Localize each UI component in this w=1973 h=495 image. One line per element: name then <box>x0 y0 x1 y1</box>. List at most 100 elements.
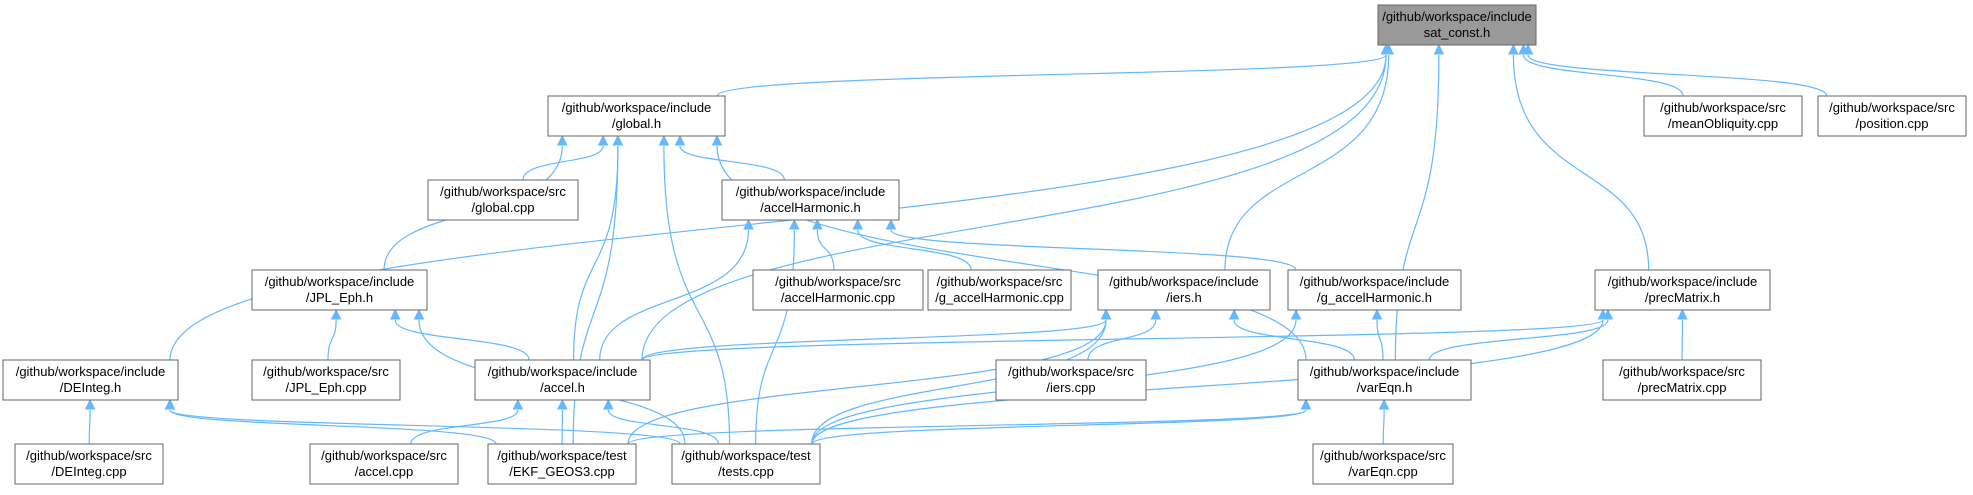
edge-line <box>169 54 1387 361</box>
edge-arrowhead <box>1383 43 1395 55</box>
graph-node-vareqn_h[interactable]: /github/workspace/include/varEqn.h <box>1297 359 1472 401</box>
graph-node-tests[interactable]: /github/workspace/test/tests.cpp <box>671 443 821 485</box>
node-box[interactable] <box>1287 269 1462 311</box>
node-box[interactable] <box>1097 269 1271 311</box>
dependency-edge-vareqn_h-to-iers_h <box>1228 308 1356 361</box>
dependency-edge-tests-to-prec_h <box>811 308 1609 445</box>
graph-node-position[interactable]: /github/workspace/src/position.cpp <box>1817 95 1967 137</box>
edge-arrowhead <box>1378 398 1390 410</box>
node-box[interactable] <box>474 359 651 401</box>
edge-line <box>607 409 720 445</box>
edge-arrowhead <box>597 134 609 146</box>
edge-arrowhead <box>612 134 624 146</box>
graph-node-accelH_h[interactable]: /github/workspace/include/accelHarmonic.… <box>721 179 900 221</box>
node-box[interactable] <box>1312 443 1454 485</box>
node-label-path: /github/workspace/src <box>1320 448 1446 463</box>
node-label-file: /EKF_GEOS3.cpp <box>509 464 615 479</box>
node-box[interactable] <box>427 179 579 221</box>
edge-arrowhead <box>1508 43 1519 55</box>
node-box[interactable] <box>721 179 900 221</box>
node-box[interactable] <box>1377 4 1537 46</box>
dependency-edge-tests-to-global_h <box>658 134 731 445</box>
node-label-path: /github/workspace/include <box>1109 274 1259 289</box>
node-box[interactable] <box>487 443 637 485</box>
node-label-file: sat_const.h <box>1424 25 1491 40</box>
node-label-file: /precMatrix.cpp <box>1638 380 1727 395</box>
graph-node-global_cpp[interactable]: /github/workspace/src/global.cpp <box>427 179 579 221</box>
node-box[interactable] <box>1643 95 1803 137</box>
node-label-file: /DEInteg.cpp <box>51 464 126 479</box>
node-box[interactable] <box>927 269 1072 311</box>
graph-node-accel_h[interactable]: /github/workspace/include/accel.h <box>474 359 651 401</box>
graph-node-accelH_cpp[interactable]: /github/workspace/src/accelHarmonic.cpp <box>752 269 924 311</box>
dependency-edge-prec_h-to-sat_const <box>1508 43 1650 271</box>
edge-line <box>716 145 1307 361</box>
node-label-file: /precMatrix.h <box>1645 290 1720 305</box>
edge-arrowhead <box>1677 308 1688 320</box>
node-box[interactable] <box>547 95 726 137</box>
node-label-path: /github/workspace/src <box>775 274 901 289</box>
edge-line <box>716 54 1387 97</box>
node-box[interactable] <box>309 443 459 485</box>
node-label-path: /github/workspace/include <box>16 364 166 379</box>
node-label-path: /github/workspace/src <box>1008 364 1134 379</box>
node-label-path: /github/workspace/src <box>1829 100 1955 115</box>
node-box[interactable] <box>1297 359 1472 401</box>
dependency-edge-accel_h-to-jpl_h <box>389 308 530 361</box>
edge-line <box>88 409 91 445</box>
graph-node-deinteg_cpp[interactable]: /github/workspace/src/DEInteg.cpp <box>14 443 164 485</box>
edge-line <box>755 229 795 445</box>
dependency-edge-ekf-to-accel_h <box>557 398 568 445</box>
graph-node-iers_h[interactable]: /github/workspace/include/iers.h <box>1097 269 1271 311</box>
edge-arrowhead <box>789 218 800 230</box>
node-label-path: /github/workspace/src <box>263 364 389 379</box>
graph-node-global_h[interactable]: /github/workspace/include/global.h <box>547 95 726 137</box>
graph-node-vareqn_cpp[interactable]: /github/workspace/src/varEqn.cpp <box>1312 443 1454 485</box>
node-box[interactable] <box>1594 269 1771 311</box>
dependency-edge-tests-to-deinteg_h <box>164 398 681 445</box>
node-label-path: /github/workspace/include <box>1300 274 1450 289</box>
node-label-file: /DEInteg.h <box>60 380 121 395</box>
graph-node-accel_cpp[interactable]: /github/workspace/src/accel.cpp <box>309 443 459 485</box>
node-label-file: /g_accelHarmonic.h <box>1317 290 1432 305</box>
dependency-edge-accelH_h-to-global_h <box>674 134 785 181</box>
node-box[interactable] <box>2 359 179 401</box>
edge-arrowhead <box>389 308 401 320</box>
dependency-edge-tests-to-vareqn_h <box>811 398 1312 445</box>
edge-line <box>1522 54 1684 97</box>
graph-node-ekf[interactable]: /github/workspace/test/EKF_GEOS3.cpp <box>487 443 637 485</box>
node-label-path: /github/workspace/src <box>321 448 447 463</box>
dependency-edge-vareqn_h-to-sat_const <box>1394 43 1445 361</box>
node-box[interactable] <box>251 269 428 311</box>
graph-node-jpl_cpp[interactable]: /github/workspace/src/JPL_Eph.cpp <box>251 359 401 401</box>
node-box[interactable] <box>995 359 1147 401</box>
node-label-path: /github/workspace/include <box>1382 9 1532 24</box>
node-label-file: /JPL_Eph.cpp <box>286 380 367 395</box>
edge-line <box>1394 54 1440 361</box>
graph-node-prec_h[interactable]: /github/workspace/include/precMatrix.h <box>1594 269 1771 311</box>
edge-arrowhead <box>711 134 723 146</box>
edge-line <box>627 319 1107 445</box>
graph-node-prec_cpp[interactable]: /github/workspace/src/precMatrix.cpp <box>1602 359 1762 401</box>
node-box[interactable] <box>1602 359 1762 401</box>
graph-node-iers_cpp[interactable]: /github/workspace/src/iers.cpp <box>995 359 1147 401</box>
node-label-path: /github/workspace/src <box>1660 100 1786 115</box>
graph-node-deinteg_h[interactable]: /github/workspace/include/DEInteg.h <box>2 359 179 401</box>
graph-node-gaccelH_h[interactable]: /github/workspace/include/g_accelHarmoni… <box>1287 269 1462 311</box>
node-box[interactable] <box>251 359 401 401</box>
node-label-file: /iers.h <box>1166 290 1201 305</box>
node-label-path: /github/workspace/include <box>488 364 638 379</box>
graph-node-meanObl[interactable]: /github/workspace/src/meanObliquity.cpp <box>1643 95 1803 137</box>
node-box[interactable] <box>671 443 821 485</box>
node-label-file: /meanObliquity.cpp <box>1668 116 1778 131</box>
node-label-path: /github/workspace/include <box>562 100 712 115</box>
node-box[interactable] <box>752 269 924 311</box>
dependency-edge-accel_h-to-global_h <box>573 134 624 361</box>
dependency-edge-vareqn_h-to-global_h <box>711 134 1307 361</box>
graph-node-gaccelH_cpp[interactable]: /github/workspace/src/g_accelHarmonic.cp… <box>927 269 1072 311</box>
node-box[interactable] <box>1817 95 1967 137</box>
node-box[interactable] <box>14 443 164 485</box>
graph-node-jpl_h[interactable]: /github/workspace/include/JPL_Eph.h <box>251 269 428 311</box>
edge-arrowhead <box>743 218 754 230</box>
